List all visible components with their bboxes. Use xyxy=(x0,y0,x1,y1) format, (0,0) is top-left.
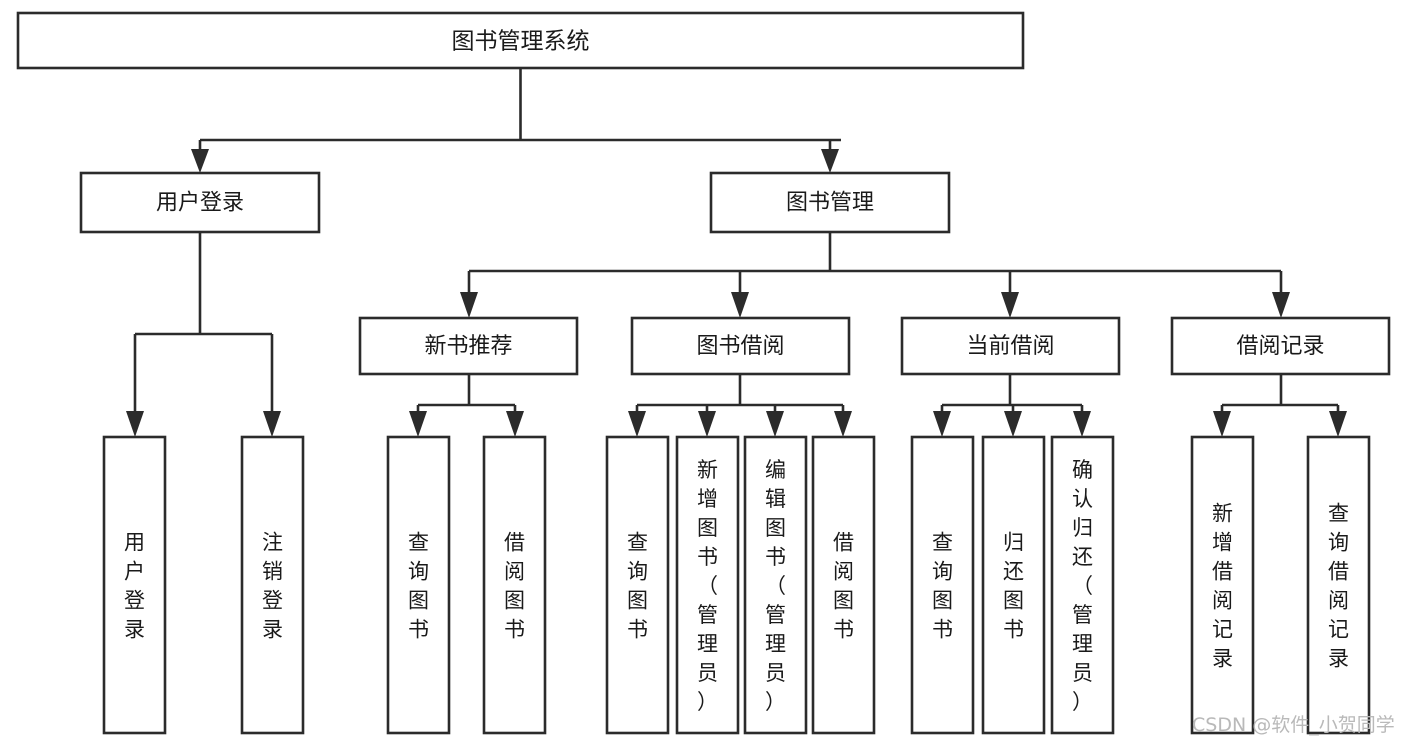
leaf-node-query-book-current[interactable]: 查询图书 xyxy=(910,435,975,735)
connector-layer xyxy=(126,68,1347,437)
arrowhead-leaf-logout xyxy=(263,411,281,437)
node-current-borrowing-box[interactable] xyxy=(900,316,1121,376)
arrowhead-leaf-query-book-1 xyxy=(409,411,427,437)
leaf-node-user-login-label: 用户登录 xyxy=(124,531,145,642)
arrowhead-leaf-add-record xyxy=(1213,411,1231,437)
arrowhead-borrow-record xyxy=(1272,292,1290,318)
node-book-management-label: 图书管理 xyxy=(786,191,874,216)
arrowhead-new-book-rec xyxy=(460,292,478,318)
leaf-node-add-borrow-record[interactable]: 新增借阅记录 xyxy=(1190,435,1255,735)
leaf-node-query-book-borrowing[interactable]: 查询图书 xyxy=(605,435,670,735)
leaf-node-user-login-box[interactable] xyxy=(102,435,167,735)
arrowhead-book-mgmt xyxy=(821,149,839,173)
node-book-borrowing-box[interactable] xyxy=(630,316,851,376)
node-book-management-box[interactable] xyxy=(709,171,951,234)
node-root-box[interactable] xyxy=(16,11,1025,70)
leaf-node-borrow-book-recommendation[interactable]: 借阅图书 xyxy=(482,435,547,735)
leaf-node-edit-book-admin-box[interactable] xyxy=(743,435,808,735)
node-user-login-box[interactable] xyxy=(79,171,321,234)
leaf-node-confirm-return-admin-box[interactable] xyxy=(1050,435,1115,735)
leaf-node-borrow-book-borrowing[interactable]: 借阅图书 xyxy=(811,435,876,735)
node-user-login-label: 用户登录 xyxy=(156,191,244,216)
leaf-node-confirm-return-admin-label: 确认归还（管理员） xyxy=(1072,458,1093,714)
leaf-node-borrow-book-borrowing-box[interactable] xyxy=(811,435,876,735)
leaf-node-query-book-borrowing-label: 查询图书 xyxy=(627,531,648,642)
arrowhead-leaf-return-book xyxy=(1004,411,1022,437)
arrowhead-leaf-borrow-book-2 xyxy=(834,411,852,437)
leaf-node-return-book-box[interactable] xyxy=(981,435,1046,735)
arrowhead-leaf-query-record xyxy=(1329,411,1347,437)
node-root-book-management-system[interactable]: 图书管理系统 xyxy=(16,11,1025,70)
leaf-node-return-book[interactable]: 归还图书 xyxy=(981,435,1046,735)
leaf-node-add-borrow-record-box[interactable] xyxy=(1190,435,1255,735)
arrowhead-current-borrow xyxy=(1001,292,1019,318)
leaf-node-add-borrow-record-label: 新增借阅记录 xyxy=(1212,502,1233,671)
leaf-node-query-book-recommendation-box[interactable] xyxy=(386,435,451,735)
leaf-node-return-book-label: 归还图书 xyxy=(1003,531,1024,642)
leaf-node-query-book-recommendation[interactable]: 查询图书 xyxy=(386,435,451,735)
node-new-book-recommendation-box[interactable] xyxy=(358,316,579,376)
leaf-node-query-borrow-record[interactable]: 查询借阅记录 xyxy=(1306,435,1371,735)
arrowhead-user-login xyxy=(191,149,209,173)
leaf-node-borrow-book-borrowing-label: 借阅图书 xyxy=(833,531,854,642)
csdn-watermark: CSDN @软件_小贺同学 xyxy=(1192,714,1395,736)
arrowhead-leaf-add-book xyxy=(698,411,716,437)
node-book-borrowing[interactable]: 图书借阅 xyxy=(630,316,851,376)
arrowhead-leaf-edit-book xyxy=(766,411,784,437)
leaf-node-user-login[interactable]: 用户登录 xyxy=(102,435,167,735)
arrowhead-leaf-user-login xyxy=(126,411,144,437)
leaf-node-query-borrow-record-label: 查询借阅记录 xyxy=(1328,502,1349,671)
leaf-node-logout[interactable]: 注销登录 xyxy=(240,435,305,735)
arrowhead-leaf-query-book-2 xyxy=(628,411,646,437)
node-current-borrowing-label: 当前借阅 xyxy=(966,334,1054,359)
leaf-node-query-book-current-label: 查询图书 xyxy=(932,531,953,642)
node-book-management[interactable]: 图书管理 xyxy=(709,171,951,234)
leaf-node-logout-box[interactable] xyxy=(240,435,305,735)
leaf-node-add-book-admin[interactable]: 新增图书（管理员） xyxy=(675,435,740,735)
leaf-node-query-book-borrowing-box[interactable] xyxy=(605,435,670,735)
leaf-node-edit-book-admin[interactable]: 编辑图书（管理员） xyxy=(743,435,808,735)
leaf-node-add-book-admin-label: 新增图书（管理员） xyxy=(697,458,718,714)
leaf-node-query-book-recommendation-label: 查询图书 xyxy=(408,531,429,642)
leaf-node-borrow-book-recommendation-box[interactable] xyxy=(482,435,547,735)
leaf-node-add-book-admin-box[interactable] xyxy=(675,435,740,735)
node-borrowing-records-label: 借阅记录 xyxy=(1236,334,1324,359)
node-borrowing-records[interactable]: 借阅记录 xyxy=(1170,316,1391,376)
node-user-login[interactable]: 用户登录 xyxy=(79,171,321,234)
arrowhead-book-borrow xyxy=(731,292,749,318)
arrowhead-leaf-borrow-book-1 xyxy=(506,411,524,437)
node-book-borrowing-label: 图书借阅 xyxy=(696,334,784,359)
arrowhead-leaf-query-book-3 xyxy=(933,411,951,437)
node-new-book-recommendation[interactable]: 新书推荐 xyxy=(358,316,579,376)
leaf-node-confirm-return-admin[interactable]: 确认归还（管理员） xyxy=(1050,435,1115,735)
leaf-node-query-borrow-record-box[interactable] xyxy=(1306,435,1371,735)
node-borrowing-records-box[interactable] xyxy=(1170,316,1391,376)
leaf-node-logout-label: 注销登录 xyxy=(262,531,283,642)
node-current-borrowing[interactable]: 当前借阅 xyxy=(900,316,1121,376)
node-root-label: 图书管理系统 xyxy=(452,29,590,55)
leaf-node-edit-book-admin-label: 编辑图书（管理员） xyxy=(765,458,786,714)
arrowhead-leaf-confirm-return xyxy=(1073,411,1091,437)
leaf-node-query-book-current-box[interactable] xyxy=(910,435,975,735)
leaf-node-borrow-book-recommendation-label: 借阅图书 xyxy=(504,531,525,642)
node-new-book-recommendation-label: 新书推荐 xyxy=(424,334,512,359)
